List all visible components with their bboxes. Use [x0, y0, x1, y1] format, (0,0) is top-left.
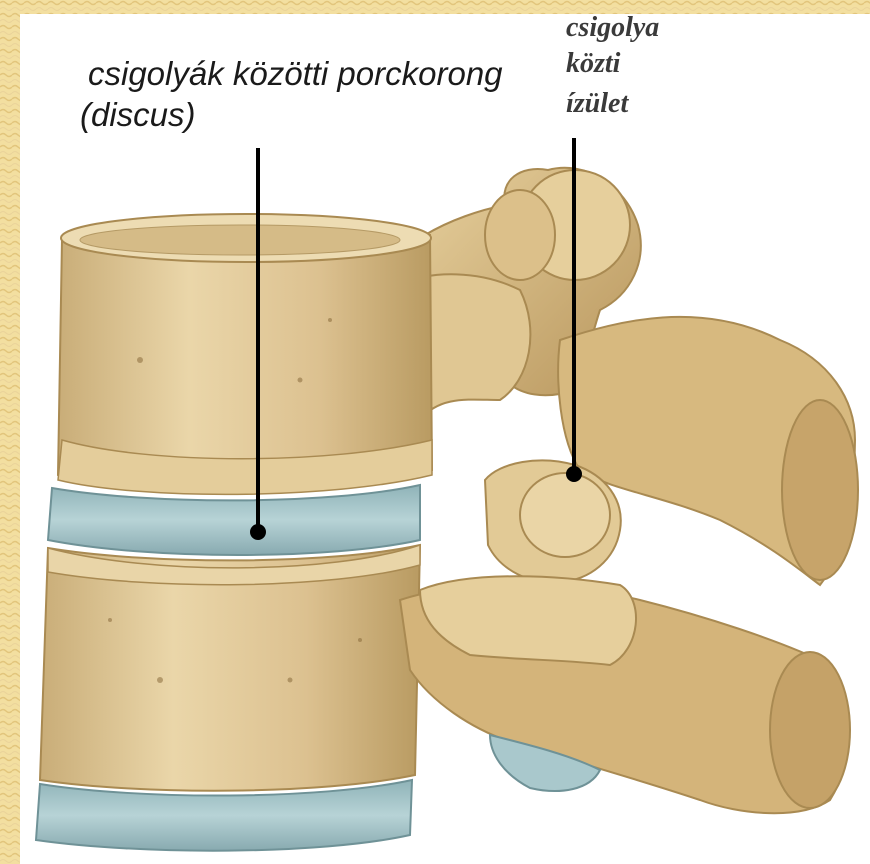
facet-joint-label-line2: közti — [566, 46, 620, 81]
lower-articular-process — [485, 460, 621, 582]
disc-label-line2: (discus) — [80, 95, 196, 135]
facet-joint-label-line1: csigolya — [566, 10, 659, 45]
lower-transverse-tip — [770, 652, 850, 808]
upper-transverse-tip — [782, 400, 858, 580]
facet-joint-label-line3: ízület — [566, 86, 628, 121]
disc-label-line1: csigolyák közötti porckorong — [88, 54, 503, 94]
disc-leader-dot — [252, 526, 264, 538]
lower-vertebral-body — [40, 545, 420, 791]
upper-vertebral-body — [58, 214, 432, 494]
joint-leader-dot — [568, 468, 580, 480]
